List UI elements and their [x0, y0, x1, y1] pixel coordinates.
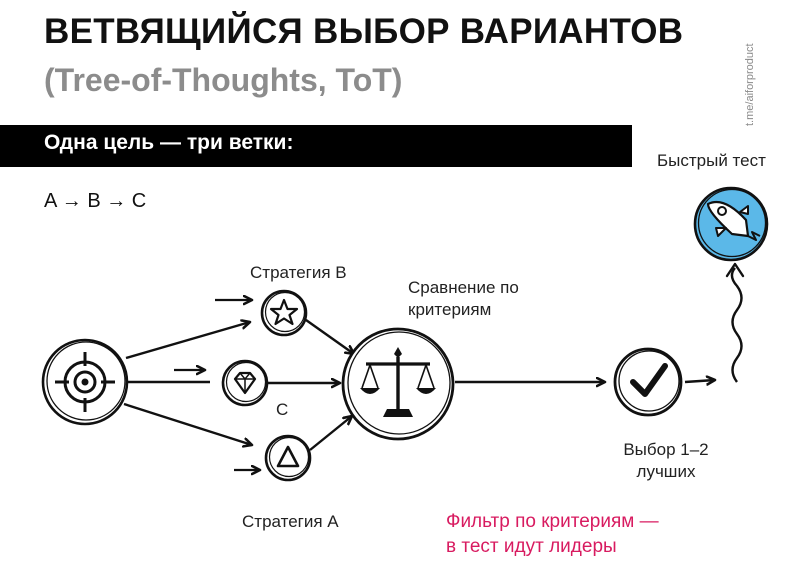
comparison-label-line2: критериям [408, 300, 492, 319]
quick-test-node [693, 186, 769, 262]
strategy-b-label: Стратегия B [250, 263, 347, 282]
wavy-connector [730, 267, 743, 383]
checkmark-icon [630, 363, 668, 397]
branch-line-b [125, 322, 250, 360]
scales-icon [360, 347, 436, 417]
select-to-test-line [684, 380, 715, 382]
filter-note-line2: в тест идут лидеры [446, 536, 617, 557]
sequence-text: A → B → C [44, 190, 147, 212]
banner-text: Одна цель — три ветки: [44, 131, 294, 154]
comparison-label: Сравнение по критериям [408, 277, 519, 321]
filter-note: Фильтр по критериям — в тест идут лидеры [446, 509, 659, 559]
selection-label-line1: Выбор 1–2 [623, 440, 709, 459]
selection-label-line2: лучших [636, 462, 696, 481]
selection-node [613, 347, 683, 417]
page-title: ВЕТВЯЩИЙСЯ ВЫБОР ВАРИАНТОВ [44, 12, 684, 51]
comparison-label-line1: Сравнение по [408, 278, 519, 297]
branch-line-a [123, 402, 252, 445]
rocket-icon [706, 200, 761, 241]
selection-label: Выбор 1–2 лучших [617, 439, 715, 483]
target-icon [55, 352, 115, 412]
strategy-a-label: Стратегия A [242, 512, 339, 531]
b-to-compare-line [305, 319, 354, 354]
triangle-icon [276, 445, 300, 468]
strategy-a-node [264, 434, 312, 482]
comparison-node [341, 327, 455, 441]
quick-test-label: Быстрый тест [657, 151, 766, 170]
goal-node [41, 338, 129, 426]
a-to-compare-line [309, 416, 352, 451]
section-banner [0, 125, 632, 167]
wavy-arrowhead [725, 262, 745, 278]
strategy-b-node [260, 289, 308, 337]
strategy-c-node [221, 359, 269, 407]
strategy-c-label: C [276, 400, 289, 419]
filter-note-line1: Фильтр по критериям — [446, 511, 659, 532]
diamond-icon [233, 371, 257, 395]
star-icon [269, 298, 299, 326]
page-subtitle: (Tree-of-Thoughts, ToT) [44, 62, 403, 98]
